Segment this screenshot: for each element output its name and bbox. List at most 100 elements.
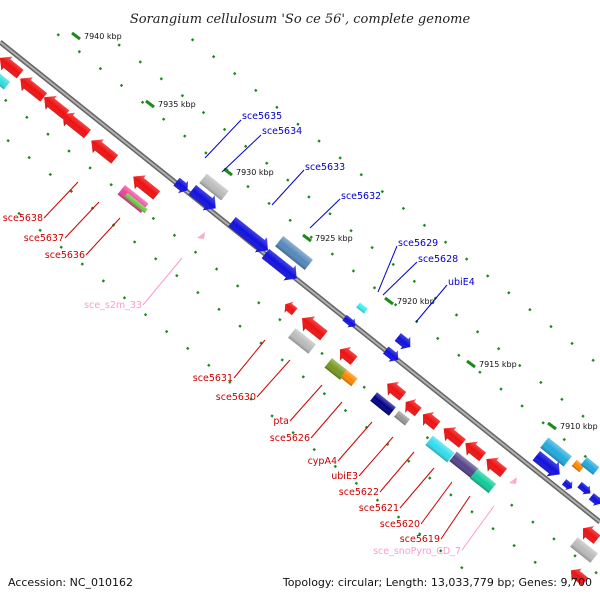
gene-arrow[interactable] bbox=[199, 173, 229, 201]
gene-arrow[interactable] bbox=[417, 408, 442, 433]
gene-arrow[interactable] bbox=[226, 214, 274, 258]
tick-mark bbox=[98, 66, 103, 71]
gene-arrow[interactable] bbox=[393, 331, 415, 353]
gene-arrow-shade bbox=[580, 457, 600, 475]
gene-arrow[interactable] bbox=[400, 395, 423, 419]
gene-label-ubiE4[interactable]: ubiE4 bbox=[448, 277, 475, 288]
gene-arrow-shade bbox=[370, 392, 396, 416]
gene-arrow[interactable] bbox=[296, 311, 330, 343]
gene-arrow[interactable] bbox=[281, 299, 299, 318]
gene-label-sce5620[interactable]: sce5620 bbox=[380, 519, 420, 530]
gene-arrow[interactable] bbox=[39, 90, 72, 121]
gene-arrow-shade bbox=[577, 481, 591, 495]
scale-label: 7925 kbp bbox=[315, 234, 353, 243]
gene-label-sce5622[interactable]: sce5622 bbox=[339, 487, 379, 498]
gene-arrow[interactable] bbox=[340, 369, 358, 387]
leader-line bbox=[271, 169, 305, 206]
tick-mark bbox=[175, 273, 179, 278]
tick-mark bbox=[541, 421, 545, 425]
gene-arrow[interactable] bbox=[587, 491, 600, 508]
gene-arrow[interactable] bbox=[540, 437, 572, 467]
gene-arrow[interactable] bbox=[481, 452, 509, 479]
tick-mark bbox=[439, 549, 443, 553]
tick-mark bbox=[560, 397, 564, 402]
tick-mark bbox=[412, 279, 417, 283]
gene-label-sce5626[interactable]: sce5626 bbox=[270, 433, 310, 444]
gene-arrow-shade bbox=[443, 427, 466, 448]
gene-arrow[interactable] bbox=[57, 107, 93, 141]
gene-arrow[interactable] bbox=[324, 358, 348, 380]
gene-label-sce5638[interactable]: sce5638 bbox=[3, 213, 43, 224]
gene-arrow[interactable] bbox=[577, 522, 600, 547]
gene-arrow[interactable] bbox=[561, 478, 576, 493]
tick-mark bbox=[370, 245, 374, 250]
gene-arrow[interactable] bbox=[0, 70, 11, 90]
gene-label-sce5632[interactable]: sce5632 bbox=[341, 191, 381, 202]
gene-arrow-shade bbox=[284, 301, 298, 316]
tick-mark bbox=[17, 211, 21, 216]
tick-mark bbox=[159, 77, 164, 81]
gene-arrow[interactable] bbox=[469, 468, 497, 494]
tick-mark bbox=[343, 408, 348, 413]
gene-arrow[interactable] bbox=[566, 564, 590, 588]
tick-mark bbox=[520, 404, 524, 408]
gene-label-sce5636[interactable]: sce5636 bbox=[45, 250, 85, 261]
gene-arrow[interactable] bbox=[288, 328, 316, 354]
major-tick-mark bbox=[384, 296, 394, 306]
gene-arrow[interactable] bbox=[370, 392, 396, 416]
gene-arrow[interactable] bbox=[275, 236, 313, 270]
gene-arrow[interactable] bbox=[124, 192, 148, 214]
gene-arrow[interactable] bbox=[530, 448, 565, 482]
major-tick-mark bbox=[547, 421, 557, 431]
gene-arrow[interactable] bbox=[576, 480, 594, 497]
gene-arrow[interactable] bbox=[382, 377, 409, 403]
gene-label-cypA4[interactable]: cypA4 bbox=[308, 456, 337, 467]
gene-arrow[interactable] bbox=[425, 435, 455, 463]
gene-label-sce5619[interactable]: sce5619 bbox=[400, 534, 440, 545]
gene-label-sce5621[interactable]: sce5621 bbox=[359, 503, 399, 514]
gene-label-sce5635[interactable]: sce5635 bbox=[242, 111, 282, 122]
gene-arrow[interactable] bbox=[438, 422, 468, 451]
gene-arrow[interactable] bbox=[172, 175, 193, 196]
rna-feature[interactable] bbox=[197, 232, 205, 239]
tick-mark bbox=[88, 166, 92, 170]
leader-line bbox=[337, 421, 373, 462]
gene-arrow[interactable] bbox=[341, 313, 359, 330]
tick-mark bbox=[59, 245, 63, 249]
gene-arrow-shade bbox=[20, 77, 48, 102]
gene-label-sce5637[interactable]: sce5637 bbox=[24, 233, 64, 244]
gene-arrow[interactable] bbox=[394, 410, 410, 426]
gene-arrow[interactable] bbox=[356, 302, 368, 314]
gene-arrow[interactable] bbox=[86, 134, 120, 166]
gene-arrow[interactable] bbox=[580, 457, 600, 475]
tick-mark bbox=[286, 178, 290, 182]
gene-arrow[interactable] bbox=[334, 343, 359, 368]
gene-label-sce5629[interactable]: sce5629 bbox=[398, 238, 438, 249]
gene-label-sce5630[interactable]: sce5630 bbox=[216, 392, 256, 403]
gene-label-pta[interactable]: pta bbox=[273, 416, 289, 427]
rna-label-sce_snoPyro_CD_7[interactable]: sce_snoPyro_CD_7 bbox=[373, 546, 461, 557]
gene-arrow[interactable] bbox=[128, 170, 162, 202]
gene-arrow[interactable] bbox=[259, 246, 302, 286]
gene-arrow[interactable] bbox=[0, 51, 26, 81]
rna-label-sce_s2m_33[interactable]: sce_s2m_33 bbox=[84, 300, 142, 311]
gene-arrow-shade bbox=[0, 56, 24, 79]
gene-arrow[interactable] bbox=[570, 537, 598, 563]
gene-label-sce5634[interactable]: sce5634 bbox=[262, 126, 302, 137]
tick-mark bbox=[278, 317, 282, 322]
gene-arrow[interactable] bbox=[571, 459, 585, 473]
gene-arrow[interactable] bbox=[186, 182, 221, 216]
tick-mark bbox=[214, 267, 219, 271]
gene-arrow[interactable] bbox=[15, 72, 49, 104]
gene-label-sce5628[interactable]: sce5628 bbox=[418, 254, 458, 265]
rna-feature[interactable] bbox=[509, 477, 517, 484]
gene-label-sce5631[interactable]: sce5631 bbox=[193, 373, 233, 384]
gene-arrow[interactable] bbox=[460, 436, 488, 463]
tick-mark bbox=[138, 60, 142, 64]
gene-label-ubiE3[interactable]: ubiE3 bbox=[331, 471, 358, 482]
gene-label-sce5633[interactable]: sce5633 bbox=[305, 162, 345, 173]
gene-arrow[interactable] bbox=[381, 344, 402, 365]
tick-mark bbox=[211, 54, 216, 59]
tick-marks bbox=[4, 33, 598, 575]
gene-arrow[interactable] bbox=[449, 451, 479, 479]
